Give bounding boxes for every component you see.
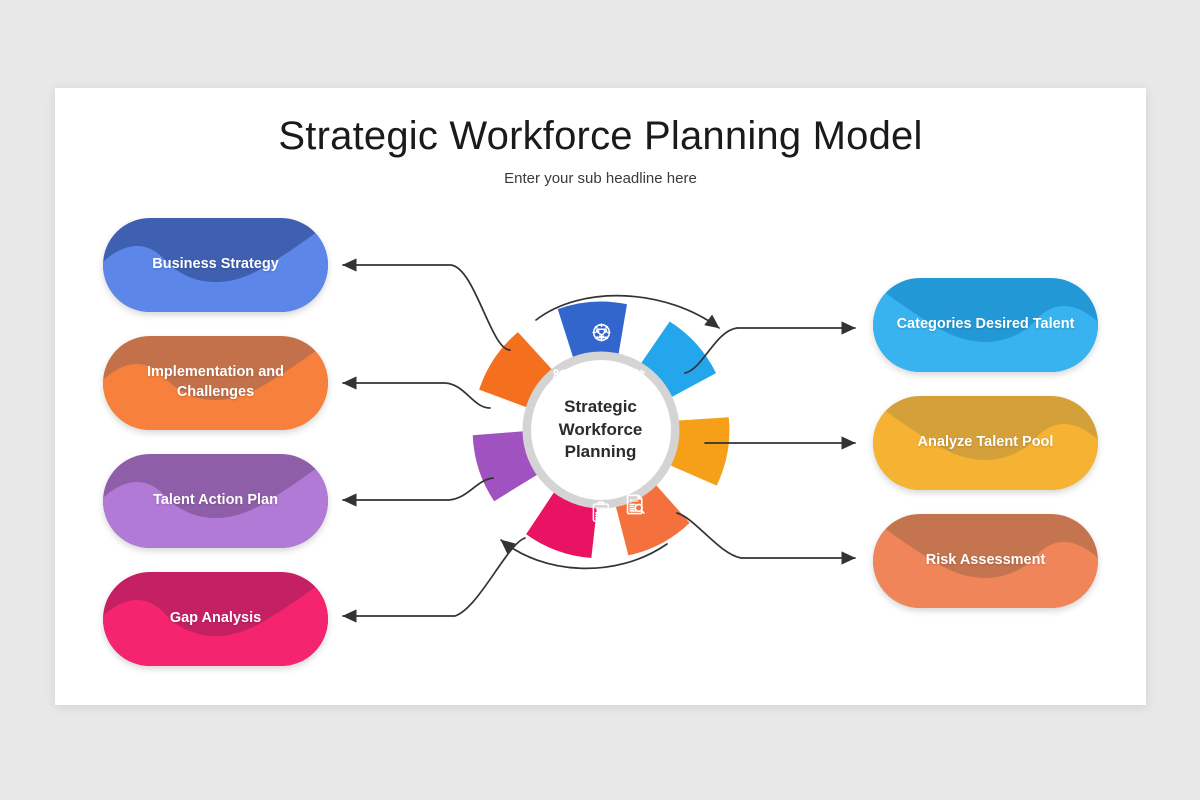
arc-arrow-top	[535, 294, 720, 329]
pill-wave	[873, 402, 1098, 490]
pill-wave	[103, 342, 328, 430]
hub-segment-analyze-talent-pool[interactable]	[665, 408, 734, 486]
pill-implementation-and-challenges[interactable]: Implementation and Challenges	[103, 336, 328, 430]
pill-wave-graphic	[103, 454, 328, 548]
pill-business-strategy[interactable]: Business Strategy	[103, 218, 328, 312]
pill-wave	[103, 224, 328, 312]
connector-lines	[342, 258, 856, 623]
pill-risk-assessment[interactable]: Risk Assessment	[873, 514, 1098, 608]
connector-right-0	[684, 321, 856, 374]
pill-analyze-talent-pool[interactable]: Analyze Talent Pool	[873, 396, 1098, 490]
pill-wave	[103, 578, 328, 666]
pill-wave	[103, 460, 328, 548]
slide-canvas: Strategic Workforce Planning Model Enter…	[55, 88, 1146, 705]
pill-wave-graphic	[103, 218, 328, 312]
page-subtitle: Enter your sub headline here	[504, 170, 697, 187]
pill-wave-graphic	[103, 572, 328, 666]
hub-center-disc	[531, 360, 671, 500]
pill-label: Talent Action Plan	[153, 492, 278, 509]
hub-segment-gap-analysis[interactable]	[524, 485, 609, 563]
connector-left-0	[342, 258, 511, 351]
hub-wheel: GAP	[459, 288, 743, 572]
hub-segment-business-strategy[interactable]	[557, 299, 630, 361]
connector-left-1	[342, 376, 491, 409]
pill-wave	[873, 284, 1098, 372]
pill-gap-analysis[interactable]: Gap Analysis	[103, 572, 328, 666]
hub-segments	[468, 299, 734, 563]
connector-right-2	[676, 512, 856, 565]
pill-wave-graphic	[873, 514, 1098, 608]
pill-label: Implementation and Challenges	[147, 364, 284, 400]
arc-arrow-bottom	[500, 539, 668, 570]
connector-left-2	[342, 477, 494, 507]
pill-wave-graphic	[103, 336, 328, 430]
pill-label: Categories Desired Talent	[896, 316, 1075, 333]
hub-segment-talent-action-plan[interactable]	[468, 419, 544, 503]
page-title: Strategic Workforce Planning Model	[278, 114, 923, 158]
pill-categories-desired-talent[interactable]: Categories Desired Talent	[873, 278, 1098, 372]
pill-label: Business Strategy	[152, 256, 279, 273]
pill-talent-action-plan[interactable]: Talent Action Plan	[103, 454, 328, 548]
pill-label: Gap Analysis	[169, 610, 262, 627]
pill-wave-graphic	[873, 396, 1098, 490]
pill-wave	[873, 520, 1098, 608]
pill-label: Analyze Talent Pool	[917, 434, 1054, 451]
pill-label: Risk Assessment	[925, 552, 1046, 569]
pill-wave-graphic	[873, 278, 1098, 372]
connector-left-3	[342, 537, 526, 623]
